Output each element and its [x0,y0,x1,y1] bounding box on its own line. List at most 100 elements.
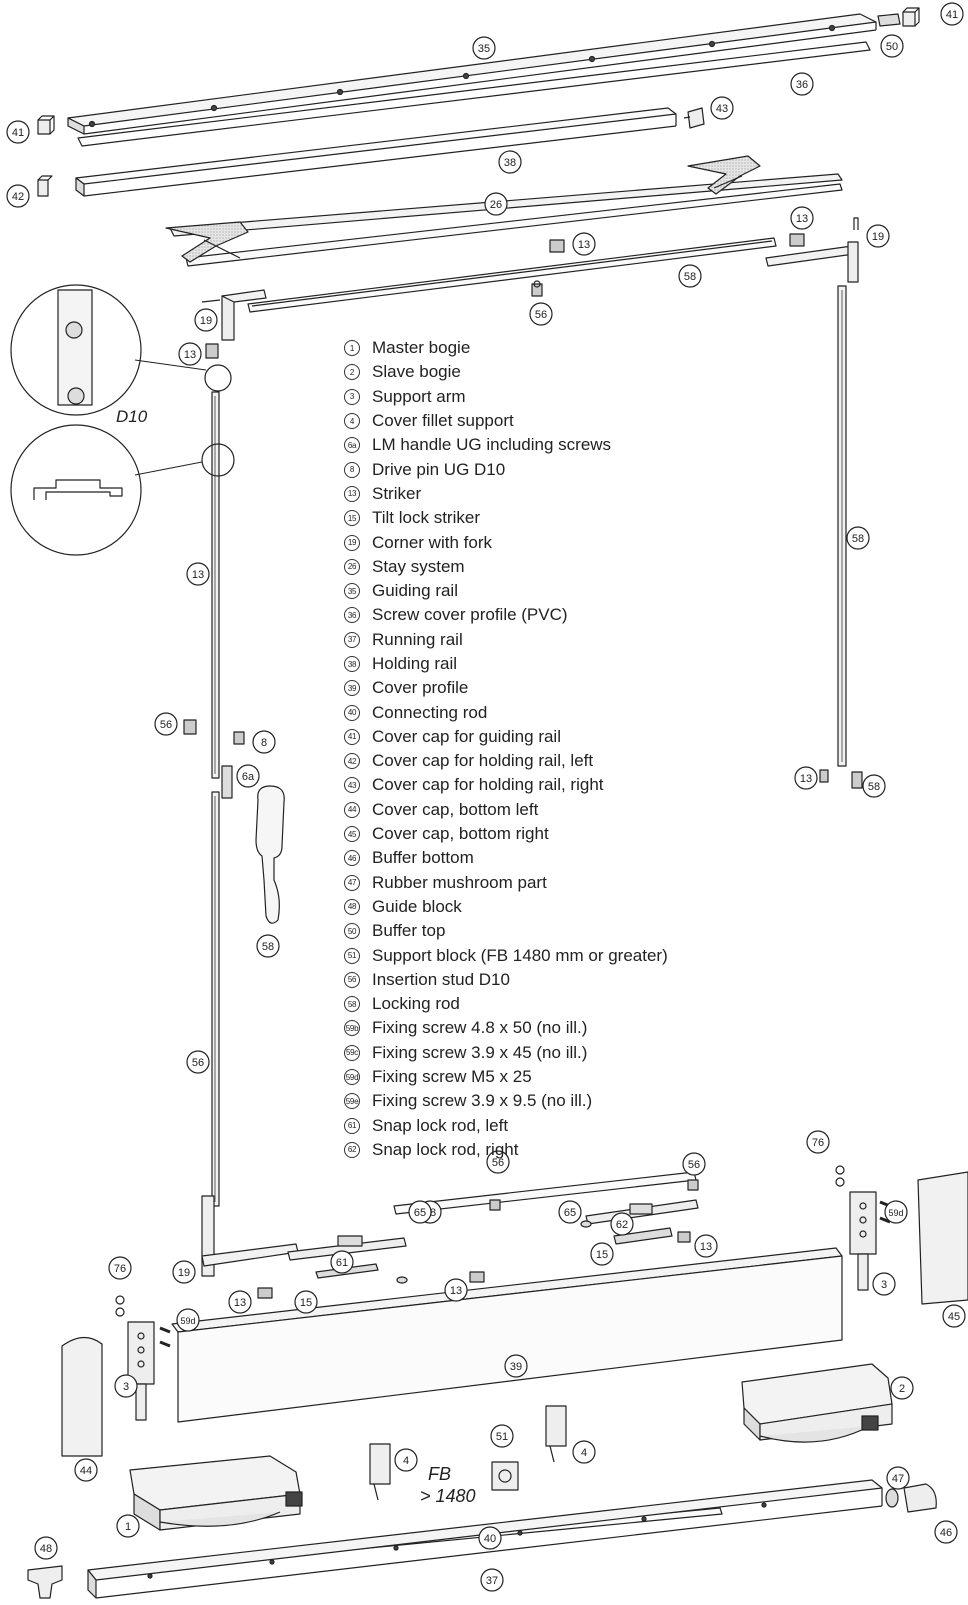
cover-cap-holding-rail-left [37,175,53,197]
callout-circle [866,224,890,248]
callout-circle [186,1050,210,1074]
callout-number: 19 [200,315,212,327]
legend-item-label: Cover fillet support [372,411,514,431]
legend-item-label: Striker [372,483,422,503]
callout-number: 19 [178,1267,190,1279]
callout-badge: 13 [178,342,202,366]
callout-circle [486,1150,510,1174]
callout-badge: 13 [694,1234,718,1258]
callout-circle [610,1212,634,1236]
legend-item-label: Rubber mushroom part [372,872,547,892]
legend-item-label: Fixing screw 3.9 x 9.5 (no ill.) [372,1091,593,1111]
part-76-right [835,1165,845,1187]
callout-number: 19 [872,231,884,243]
legend-item-label: Running rail [372,629,463,649]
callout-number: 41 [12,127,24,139]
callout-badge: 56 [486,1150,510,1174]
buffer-top-part [877,13,901,27]
callout-number: 56 [192,1057,204,1069]
callout-number: 48 [40,1543,52,1555]
callout-badge: 13 [444,1278,468,1302]
callout-badge: 58 [256,934,280,958]
callout-badge: 35 [472,36,496,60]
callout-circle [472,36,496,60]
callout-number: 13 [450,1285,462,1297]
legend-item-label: Cover cap for holding rail, right [372,775,604,795]
legend-item-number: 59d [344,1069,360,1086]
callout-number: 58 [684,271,696,283]
legend-item-number: 39 [344,680,360,697]
callout-number: 58 [868,781,880,793]
callout-circle [252,730,276,754]
callout-badge: 37 [480,1568,504,1592]
callout-number: 76 [114,1263,126,1275]
part-76-left [115,1295,125,1317]
striker-bottom-a [469,1271,485,1283]
callout-number: 76 [812,1137,824,1149]
legend-item-label: Cover profile [372,678,469,698]
support-arm-left [127,1321,155,1421]
legend-item-number: 56 [344,971,360,988]
callout-circle [572,232,596,256]
callout-badge: 41 [6,120,30,144]
legend-item-label: Fixing screw M5 x 25 [372,1067,532,1087]
cover-cap-bottom-left-part [61,1336,103,1457]
callout-number: 42 [12,191,24,203]
legend-item-number: 45 [344,826,360,843]
callout-number: 4 [581,1447,587,1459]
legend-item-number: 8 [344,461,360,478]
callout-badge: 56 [682,1152,706,1176]
legend-item-number: 42 [344,753,360,770]
legend-item-number: 2 [344,364,360,381]
callout-badge: 40 [478,1526,502,1550]
callout-number: 40 [484,1533,496,1545]
callout-circle [682,1152,706,1176]
callout-badge: 41 [940,2,964,26]
callout-badge: 58 [846,526,870,550]
legend-item-label: Buffer bottom [372,848,474,868]
callout-number: 58 [262,941,274,953]
callout-number: 56 [492,1157,504,1169]
cover-cap-bottom-right-part [917,1171,968,1305]
callout-badge: 58 [678,264,702,288]
drive-pin-part [221,765,233,799]
callout-circle [794,766,818,790]
callout-number: 46 [940,1527,952,1539]
callout-number: 15 [300,1297,312,1309]
callout-badge: 13 [794,766,818,790]
legend-item-number: 1 [344,340,360,357]
callout-circle [6,120,30,144]
part-65-b [580,1220,592,1228]
callout-number: 2 [899,1383,905,1395]
callout-badge: 50 [880,34,904,58]
callout-circle [940,2,964,26]
fixing-screws-left [159,1326,171,1348]
legend-item: 39 Cover profile [338,676,778,700]
legend-item-label: Holding rail [372,654,458,673]
legend-item-number: 15 [344,510,360,527]
callout-badge: 65 [558,1200,582,1224]
legend-item-number: 6a [344,437,360,454]
callout-number: 41 [946,9,958,21]
callout-number: 61 [336,1257,348,1269]
legend-item-number: 58 [344,996,360,1013]
callout-number: 44 [80,1465,92,1477]
callout-number: 13 [700,1241,712,1253]
callout-badge: 15 [590,1242,614,1266]
legend-item-label: Fixing screw 4.8 x 50 (no ill.) [372,1018,588,1038]
callout-badge: 6a [236,764,260,788]
callout-number: 56 [160,719,172,731]
detail-circle-d10 [10,284,232,416]
callout-badge: 46 [934,1520,958,1544]
callout-badge: 13 [790,206,814,230]
